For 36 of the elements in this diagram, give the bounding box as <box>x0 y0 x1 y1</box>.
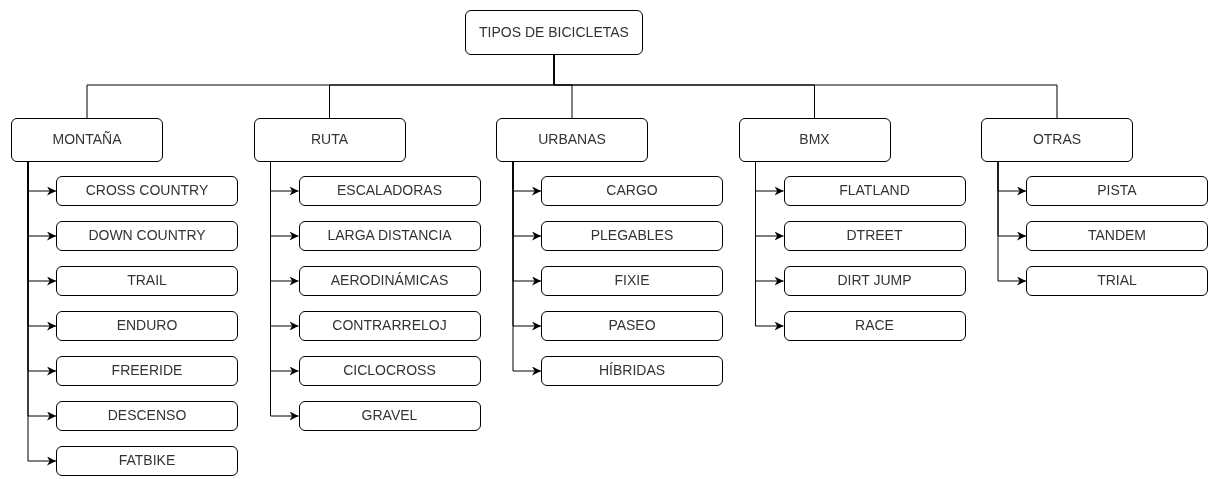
category-box: RUTA <box>253 118 406 162</box>
category-box: MONTAÑA <box>11 118 163 162</box>
subtype-box: FATBIKE <box>56 446 238 476</box>
subtype-box: HÍBRIDAS <box>541 356 723 386</box>
arrow <box>512 161 542 376</box>
arrow <box>270 161 299 421</box>
category-box: BMX <box>738 118 891 162</box>
subtype-box: DOWN COUNTRY <box>56 221 238 251</box>
arrow <box>997 161 1027 286</box>
subtype-box: CARGO <box>541 176 723 206</box>
subtype-box: PLEGABLES <box>541 221 723 251</box>
connector-line <box>553 54 1058 119</box>
subtype-box: PISTA <box>1026 176 1208 206</box>
subtype-box: PASEO <box>541 311 723 341</box>
subtype-box: CROSS COUNTRY <box>56 176 238 206</box>
subtype-box: FREERIDE <box>56 356 238 386</box>
subtype-box: TANDEM <box>1026 221 1208 251</box>
root-box: TIPOS DE BICICLETAS <box>465 10 643 55</box>
category-box: URBANAS <box>496 118 648 162</box>
subtype-box: AERODINÁMICAS <box>298 266 481 296</box>
subtype-box: CONTRARRELOJ <box>298 311 481 341</box>
subtype-box: GRAVEL <box>298 401 481 431</box>
subtype-box: TRIAL <box>1026 266 1208 296</box>
subtype-box: DIRT JUMP <box>783 266 966 296</box>
subtype-box: ENDURO <box>56 311 238 341</box>
subtype-box: FLATLAND <box>783 176 966 206</box>
subtype-box: DTREET <box>783 221 966 251</box>
subtype-box: FIXIE <box>541 266 723 296</box>
subtype-box: TRAIL <box>56 266 238 296</box>
subtype-box: CICLOCROSS <box>298 356 481 386</box>
category-box: OTRAS <box>981 118 1133 162</box>
subtype-box: RACE <box>783 311 966 341</box>
subtype-box: LARGA DISTANCIA <box>298 221 481 251</box>
arrow <box>755 161 784 331</box>
subtype-box: DESCENSO <box>56 401 238 431</box>
subtype-box: ESCALADORAS <box>298 176 481 206</box>
